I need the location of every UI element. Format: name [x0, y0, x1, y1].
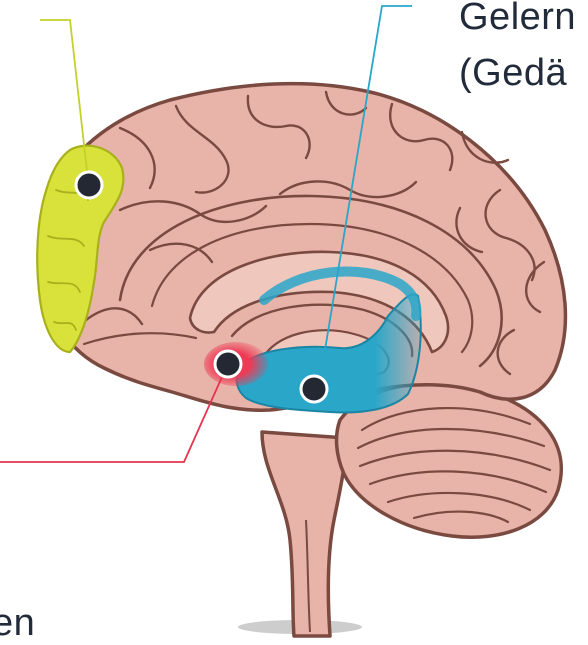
label-bottom-left: en	[0, 602, 35, 645]
marker-dot-frontal	[76, 172, 102, 198]
brainstem	[262, 432, 346, 636]
label-learned-line2: (Gedä	[459, 52, 567, 95]
marker-dot-hippocampus	[301, 376, 327, 402]
label-learned-line1: Gelern	[459, 0, 576, 39]
marker-dot-amygdala	[215, 351, 241, 377]
